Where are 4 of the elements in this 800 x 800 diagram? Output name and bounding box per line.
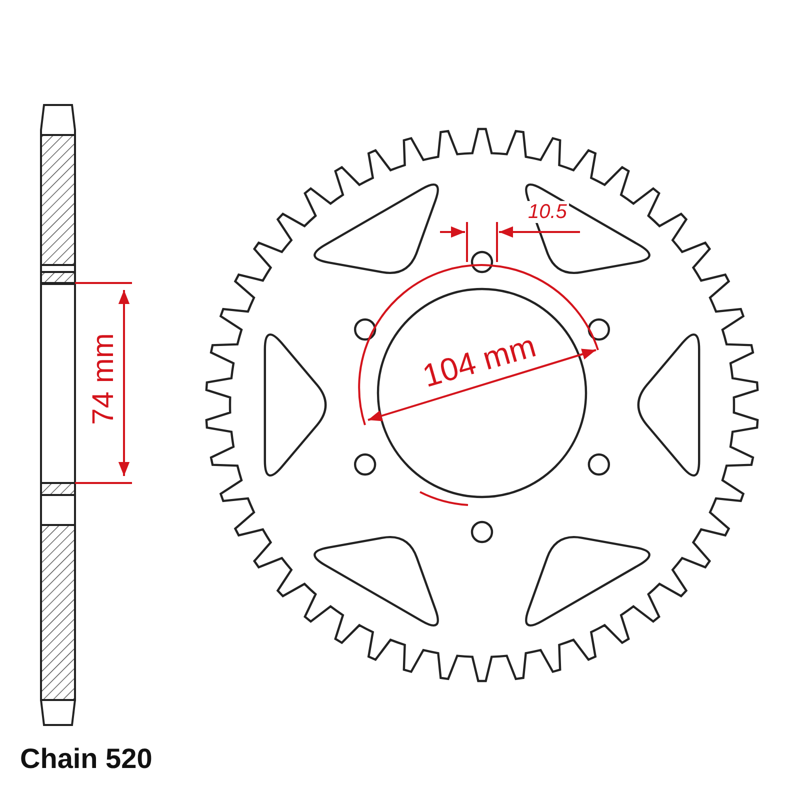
- dimension-label: 104 mm: [419, 329, 540, 392]
- chain-label: Chain 520: [20, 745, 152, 773]
- dimension-label: 10.5: [526, 201, 569, 223]
- dimension-label: 74 mm: [88, 333, 119, 425]
